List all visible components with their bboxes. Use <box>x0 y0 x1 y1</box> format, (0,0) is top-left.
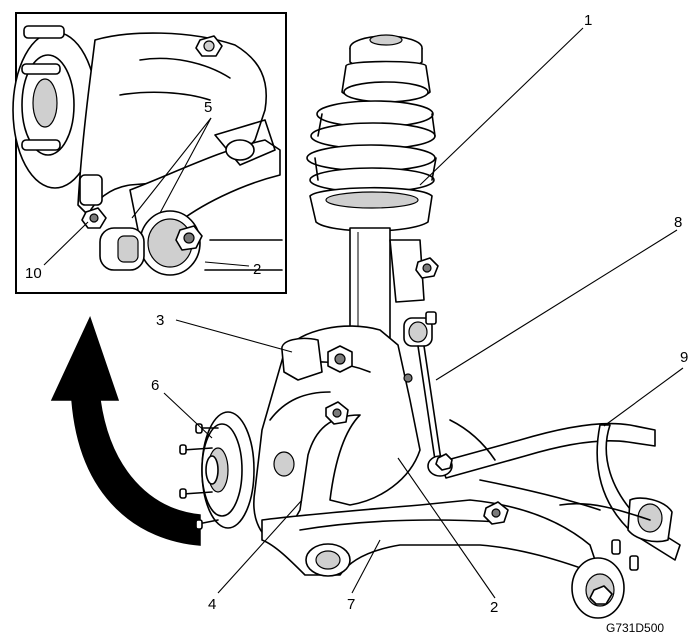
inset-bushing <box>99 210 203 276</box>
steering-knuckle <box>253 325 421 546</box>
callout-6: 6 <box>151 377 159 394</box>
inset-callout-2: 2 <box>253 261 261 278</box>
stabilizer-bar <box>439 422 681 571</box>
inset-hub <box>12 25 98 189</box>
inset-top-bolt <box>195 35 223 57</box>
inset-nut <box>79 174 107 229</box>
callout-3: 3 <box>156 312 164 329</box>
inset-callout-5: 5 <box>204 99 212 116</box>
callout-1: 1 <box>584 12 592 29</box>
figure-id: G731D500 <box>606 621 664 635</box>
lower-control-arm <box>261 499 625 619</box>
strut-assembly <box>306 34 439 347</box>
detail-inset: 5 10 2 <box>12 12 287 294</box>
coil-spring <box>306 100 437 193</box>
inset-callout-10: 10 <box>25 265 42 282</box>
leader-lines <box>163 27 684 599</box>
callout-7: 7 <box>347 596 355 613</box>
callout-8: 8 <box>674 214 682 231</box>
callout-9: 9 <box>680 349 688 366</box>
curved-arrow-up-icon <box>50 315 201 546</box>
callout-2: 2 <box>490 599 498 616</box>
callout-4: 4 <box>208 596 216 613</box>
crossmember <box>449 419 651 521</box>
stabilizer-link <box>417 345 453 477</box>
wheel-hub <box>179 411 255 530</box>
